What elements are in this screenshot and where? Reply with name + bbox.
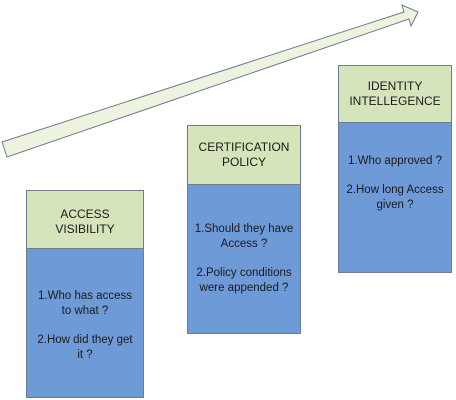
question-item: 1.Should they have Access ? xyxy=(192,222,296,252)
question-line: given ? xyxy=(376,199,414,211)
question-line: to what ? xyxy=(61,305,109,317)
column-body: 1.Should they have Access ? 2.Policy con… xyxy=(188,185,300,333)
question-item: 2.How did they get it ? xyxy=(31,333,139,363)
column-title-line: CERTIFICATION xyxy=(198,140,290,154)
question-item: 1.Who approved ? xyxy=(343,154,447,169)
question-item: 2.Policy conditions were appended ? xyxy=(192,266,296,296)
question-line: 1.Should they have xyxy=(194,223,294,235)
question-line: 1.Who has access xyxy=(38,290,132,302)
column-header: ACCESS VISIBILITY xyxy=(27,191,143,249)
question-line: were appended ? xyxy=(199,282,289,294)
identity-intelligence-column: IDENTITY INTELLEGENCE 1.Who approved ? 2… xyxy=(338,65,452,273)
column-body: 1.Who approved ? 2.How long Access given… xyxy=(339,123,451,272)
access-visibility-column: ACCESS VISIBILITY 1.Who has access to wh… xyxy=(26,190,144,398)
question-line: 1.Who approved ? xyxy=(348,155,442,167)
column-title-line: POLICY xyxy=(221,155,266,169)
column-title-line: ACCESS xyxy=(60,206,110,221)
question-item: 1.Who has access to what ? xyxy=(31,289,139,319)
question-line: Access ? xyxy=(220,238,268,250)
column-title-line: INTELLEGENCE xyxy=(349,94,441,108)
column-header: CERTIFICATION POLICY xyxy=(188,126,300,185)
question-item: 2.How long Access given ? xyxy=(343,183,447,213)
question-line: 2.How long Access xyxy=(346,184,444,196)
question-line: 2.Policy conditions xyxy=(196,267,292,279)
question-line: it ? xyxy=(77,349,93,361)
column-body: 1.Who has access to what ? 2.How did the… xyxy=(27,249,143,397)
column-title-line: VISIBILITY xyxy=(55,221,115,236)
question-line: 2.How did they get xyxy=(37,334,133,346)
column-title-line: IDENTITY xyxy=(367,79,423,93)
progress-arrow-shape xyxy=(1,4,419,158)
certification-policy-column: CERTIFICATION POLICY 1.Should they have … xyxy=(187,125,301,334)
column-header: IDENTITY INTELLEGENCE xyxy=(339,66,451,123)
